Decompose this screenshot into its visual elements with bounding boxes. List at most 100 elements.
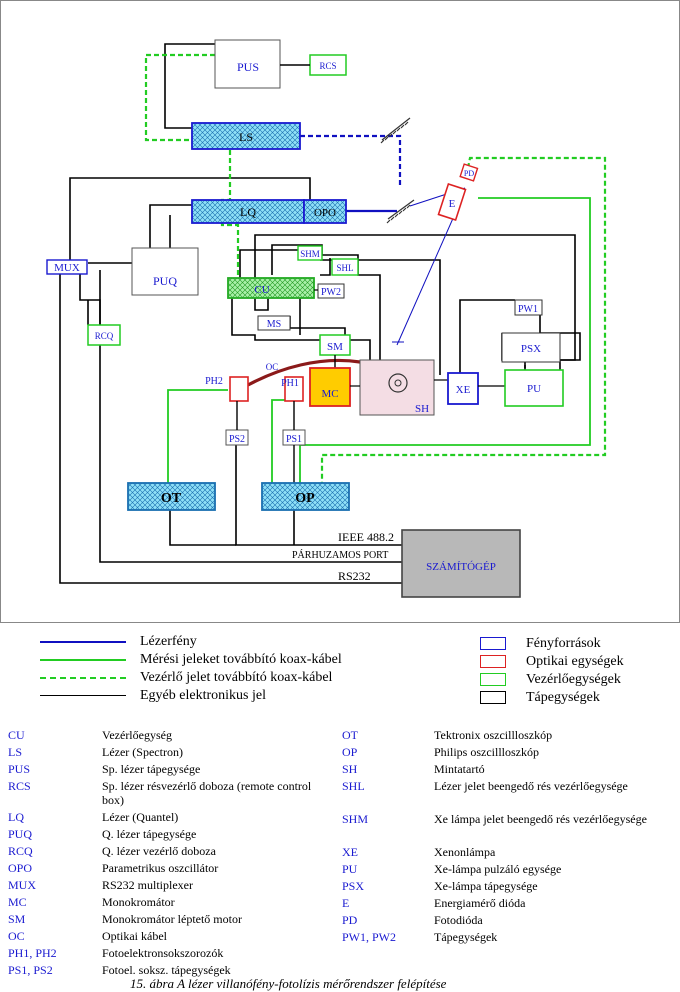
opo-box[interactable]: OPO	[303, 199, 347, 224]
computer-box[interactable]: SZÁMÍTÓGÉP	[401, 529, 521, 598]
abbr-desc: Tápegységek	[434, 930, 498, 944]
abbr-desc: Mintatartó	[434, 762, 485, 776]
mc-box[interactable]: MC	[309, 367, 351, 407]
instrument-schematic: PUS RCS LS LQ OPO MUX PUQ RCQ CU PW2 S	[0, 0, 680, 623]
control-signal-lines	[144, 53, 607, 483]
ph1-box[interactable]: PH1	[281, 376, 304, 402]
legend-line-label: Egyéb elektronikus jel	[140, 688, 266, 703]
abbr-desc: Lézer (Spectron)	[102, 745, 183, 759]
abbr-desc: Xe lámpa jelet beengedő rés vezérlőegysé…	[434, 812, 647, 826]
abbr-key: PH1, PH2	[8, 946, 57, 960]
abbr-key: OPO	[8, 861, 33, 875]
e-box[interactable]: E	[437, 182, 467, 222]
abbr-desc: Vezérlőegység	[102, 728, 172, 742]
ls-box[interactable]: LS	[191, 122, 301, 150]
cu-label: CU	[254, 284, 269, 296]
abbr-key: XE	[342, 845, 358, 859]
abbr-key: LQ	[8, 810, 24, 824]
abbr-key: PD	[342, 913, 358, 927]
abbr-key: E	[342, 896, 350, 910]
shl-box[interactable]: SHL	[331, 258, 359, 276]
abbr-key: OP	[342, 745, 358, 759]
cu-box[interactable]: CU	[227, 277, 315, 299]
abbr-desc: Parametrikus oszcillátor	[102, 861, 219, 875]
abbr-key: RCQ	[8, 844, 33, 858]
puq-box[interactable]: PUQ	[131, 247, 199, 296]
shm-label: SHM	[300, 249, 320, 259]
abbr-key: RCS	[8, 779, 31, 793]
abbr-desc: Fotodióda	[434, 913, 483, 927]
xe-label: XE	[456, 384, 471, 396]
measure-line-swatch	[40, 659, 126, 661]
legend-box-light: Fényforrások	[480, 636, 660, 652]
optic-swatch	[480, 655, 506, 668]
pw1-box[interactable]: PW1	[514, 299, 543, 316]
ps1-label: PS1	[286, 434, 302, 445]
pus-label: PUS	[237, 60, 259, 74]
legend-box-control: Vezérlőegységek	[480, 672, 660, 688]
xe-box[interactable]: XE	[447, 372, 479, 405]
ms-box[interactable]: MS	[257, 315, 291, 331]
sm-box[interactable]: SM	[319, 334, 351, 356]
pw2-box[interactable]: PW2	[317, 283, 345, 299]
ph1-label: PH1	[281, 378, 299, 389]
abbr-key: LS	[8, 745, 23, 759]
pd-box[interactable]: PD	[459, 163, 479, 182]
shl-label: SHL	[336, 263, 353, 273]
pu-box[interactable]: PU	[504, 369, 564, 407]
pw2-label: PW2	[321, 287, 341, 298]
ps1-box[interactable]: PS1	[282, 429, 306, 446]
mux-box[interactable]: MUX	[46, 259, 88, 275]
bus-ieee-label: IEEE 488.2	[338, 530, 394, 544]
ms-label: MS	[267, 319, 281, 330]
sh-label: SH	[415, 403, 429, 415]
ot-box[interactable]: OT	[127, 482, 216, 511]
abbr-item: OP Philips oszcillloszkóp	[342, 745, 662, 759]
abbr-desc: Lézer (Quantel)	[102, 810, 179, 824]
abbr-desc: Xe-lámpa tápegysége	[434, 879, 538, 893]
opo-label: OPO	[314, 207, 336, 219]
abbr-desc: Optikai kábel	[102, 929, 167, 943]
control-line-swatch	[40, 677, 126, 679]
abbr-desc: Sp. lézer tápegysége	[102, 762, 201, 776]
abbr-key: PW1, PW2	[342, 930, 396, 944]
legend-line-laser: Lézerfény	[40, 634, 460, 650]
rcs-box[interactable]: RCS	[309, 54, 347, 76]
lq-box[interactable]: LQ	[191, 199, 305, 224]
shm-box[interactable]: SHM	[297, 245, 323, 261]
e-label: E	[449, 198, 456, 210]
abbr-item: OPO Parametrikus oszcillátor	[8, 861, 328, 875]
pus-box[interactable]: PUS	[214, 39, 281, 89]
abbr-desc: Monokromátor	[102, 895, 175, 909]
bus-parallel-label: PÁRHUZAMOS PORT	[292, 549, 388, 561]
legend-box-optic: Optikai egységek	[480, 654, 660, 670]
legend-line-other: Egyéb elektronikus jel	[40, 688, 460, 704]
op-box[interactable]: OP	[261, 482, 350, 511]
oc-label: OC	[266, 362, 279, 372]
ls-label: LS	[239, 130, 253, 144]
ps2-label: PS2	[229, 434, 245, 445]
sm-label: SM	[327, 341, 343, 353]
ps2-box[interactable]: PS2	[225, 429, 249, 446]
figure-caption: 15. ábra A lézer villanófény-fotolízis m…	[130, 976, 447, 991]
legend-box-power: Tápegységek	[480, 690, 660, 706]
ph2-box[interactable]: PH2	[205, 376, 249, 402]
abbr-desc: Philips oszcillloszkóp	[434, 745, 539, 759]
psx-box[interactable]: PSX	[501, 332, 561, 363]
sh-box[interactable]: SH	[359, 359, 435, 416]
legend-line-label: Mérési jeleket továbbító koax-kábel	[140, 652, 342, 667]
abbr-item: PD Fotodióda	[342, 913, 662, 927]
computer-label: SZÁMÍTÓGÉP	[426, 561, 496, 573]
ph2-label: PH2	[205, 376, 223, 387]
rcq-box[interactable]: RCQ	[87, 324, 121, 346]
